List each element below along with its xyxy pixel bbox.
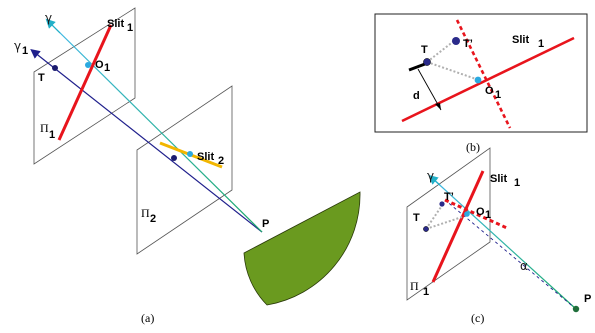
label-slit1-sub-b: 1: [538, 38, 544, 50]
panel-b: T T’ Slit 1 O 1 d (b): [374, 13, 588, 154]
point-T-a: [52, 65, 58, 71]
label-pi1-c: Π: [410, 279, 419, 293]
label-O1-sub-b: 1: [495, 89, 501, 101]
guide-T-slit-b: [426, 61, 477, 80]
label-T-a: T: [38, 72, 45, 84]
label-T-b: T: [421, 44, 428, 56]
point-T-c: [423, 226, 429, 232]
ray-gamma: [48, 21, 263, 233]
label-pi1-sub-c: 1: [423, 286, 429, 298]
label-gamma-c: γ: [427, 169, 434, 183]
panel-a: γ γ 1 T O 1 Slit 1 Π 1 Slit 2 Π 2 P (a): [14, 7, 361, 325]
slit1-b: [401, 36, 575, 123]
point-T-b: [423, 58, 431, 66]
point-Tprime-c: [439, 201, 445, 207]
ray-dashed-c: [444, 199, 577, 310]
caption-a: (a): [141, 311, 154, 325]
slit1-c-dashed: [444, 198, 508, 230]
plane-pi1: [33, 7, 136, 165]
point-P-c: [572, 305, 580, 313]
label-gamma1-a: γ: [14, 39, 21, 53]
label-P-c: P: [584, 293, 591, 305]
label-gamma1-sub-a: 1: [22, 45, 28, 57]
slit1-b-dashed: [455, 19, 512, 129]
eye-halfdisk: [243, 191, 361, 306]
d-tick: [408, 62, 426, 72]
label-Tprime-b: T’: [463, 38, 473, 50]
label-pi1-sub-a: 1: [49, 129, 55, 141]
label-P-a: P: [262, 218, 269, 230]
label-pi1-a: Π: [40, 121, 49, 135]
label-T-c: T: [413, 212, 420, 224]
ray-gamma1: [30, 49, 263, 233]
label-pi2-sub-a: 2: [150, 213, 156, 225]
label-slit2-sub-a: 2: [218, 155, 224, 167]
plane-pi1-c: [406, 147, 491, 301]
label-slit1-a: Slit: [107, 18, 124, 30]
point-Tprime-b: [452, 37, 460, 45]
d-arrowhead: [435, 103, 441, 110]
label-O1-a: O: [95, 59, 104, 71]
ray-gamma-c: [431, 177, 577, 310]
d-arrow: [417, 68, 442, 111]
label-d-b: d: [413, 90, 420, 102]
label-pi2-a: Π: [141, 206, 150, 220]
ray-gamma-c-arrow: [428, 174, 441, 186]
slit1-a: [57, 24, 113, 141]
panel-b-frame: [374, 13, 588, 133]
label-slit1-sub-c: 1: [514, 177, 520, 189]
label-O1-b: O: [485, 85, 494, 97]
label-slit1-sub-a: 1: [127, 22, 133, 34]
ray-gamma-arrow: [45, 18, 61, 34]
label-O1-sub-c: 1: [485, 209, 491, 221]
label-slit1-c: Slit: [490, 173, 507, 185]
label-Tprime-c: T’: [444, 191, 454, 203]
point-slit2-cyan: [187, 151, 193, 157]
label-alpha-c: α: [520, 259, 528, 273]
panel-c: γ T’ T Slit 1 O 1 Π 1 α P (c): [406, 147, 591, 325]
caption-b: (b): [466, 140, 480, 154]
label-O1-c: O: [476, 206, 485, 218]
caption-c: (c): [471, 311, 484, 325]
label-O1-sub-a: 1: [104, 62, 110, 74]
label-slit1-b: Slit: [512, 34, 529, 46]
point-slit2-navy: [171, 155, 177, 161]
guide-T-Tprime-b: [426, 40, 455, 63]
point-O1-c: [464, 211, 470, 217]
slit1-c: [431, 170, 485, 283]
plane-pi2: [136, 85, 233, 255]
label-gamma-a: γ: [45, 11, 52, 25]
guide-c-1: [425, 206, 442, 230]
point-O1-b: [474, 76, 482, 84]
point-O1-a: [85, 62, 91, 68]
label-slit2-a: Slit: [197, 151, 214, 163]
